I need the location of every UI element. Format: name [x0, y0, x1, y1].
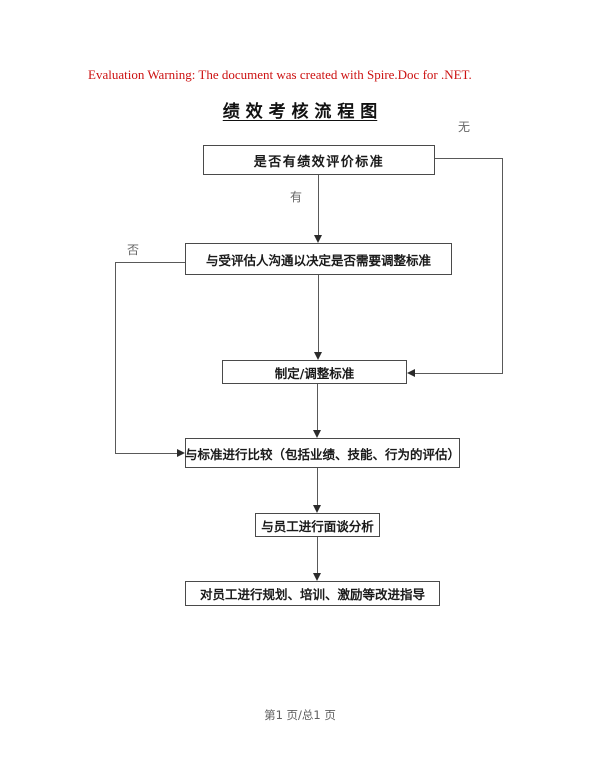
- arrowhead-into-box3-right: [407, 369, 415, 377]
- connector-box3-box4: [317, 384, 318, 431]
- arrowhead-into-box5: [313, 505, 321, 513]
- edge-label-no-adjustment: 否: [127, 243, 140, 257]
- connector-box1-box2: [318, 175, 319, 236]
- connector-box4-box5: [317, 468, 318, 506]
- flow-box-interview-analysis: 与员工进行面谈分析: [255, 513, 380, 537]
- arrowhead-into-box6: [313, 573, 321, 581]
- connector-no-branch-horizontal-bottom: [415, 373, 503, 374]
- title-container: 绩 效 考 核 流 程 图: [0, 97, 600, 122]
- edge-label-has-standard: 有: [290, 190, 303, 204]
- flow-box-compare-standard: 与标准进行比较（包括业绩、技能、行为的评估）: [185, 438, 460, 468]
- arrowhead-into-box2: [314, 235, 322, 243]
- connector-no-branch-horizontal-top: [435, 158, 502, 159]
- arrowhead-into-box3-top: [314, 352, 322, 360]
- page-title: 绩 效 考 核 流 程 图: [222, 102, 378, 122]
- evaluation-warning-text: Evaluation Warning: The document was cre…: [88, 67, 472, 82]
- connector-no-branch-vertical: [502, 158, 503, 374]
- flow-box-communicate-adjust: 与受评估人沟通以决定是否需要调整标准: [185, 243, 452, 275]
- connector-skip-branch-horizontal-top: [116, 262, 185, 263]
- arrowhead-into-box4-left: [177, 449, 185, 457]
- connector-skip-branch-horizontal-bottom: [116, 453, 177, 454]
- connector-skip-branch-vertical: [115, 262, 116, 454]
- flow-box-formulate-standard: 制定/调整标准: [222, 360, 407, 384]
- flow-box-improvement-guidance: 对员工进行规划、培训、激励等改进指导: [185, 581, 440, 606]
- page-number-footer: 第1 页/总1 页: [264, 708, 336, 722]
- connector-box2-box3: [318, 275, 319, 353]
- arrowhead-into-box4-top: [313, 430, 321, 438]
- connector-box5-box6: [317, 537, 318, 575]
- edge-label-no-standard: 无: [458, 120, 471, 134]
- flow-box-has-standard-check: 是否有绩效评价标准: [203, 145, 435, 175]
